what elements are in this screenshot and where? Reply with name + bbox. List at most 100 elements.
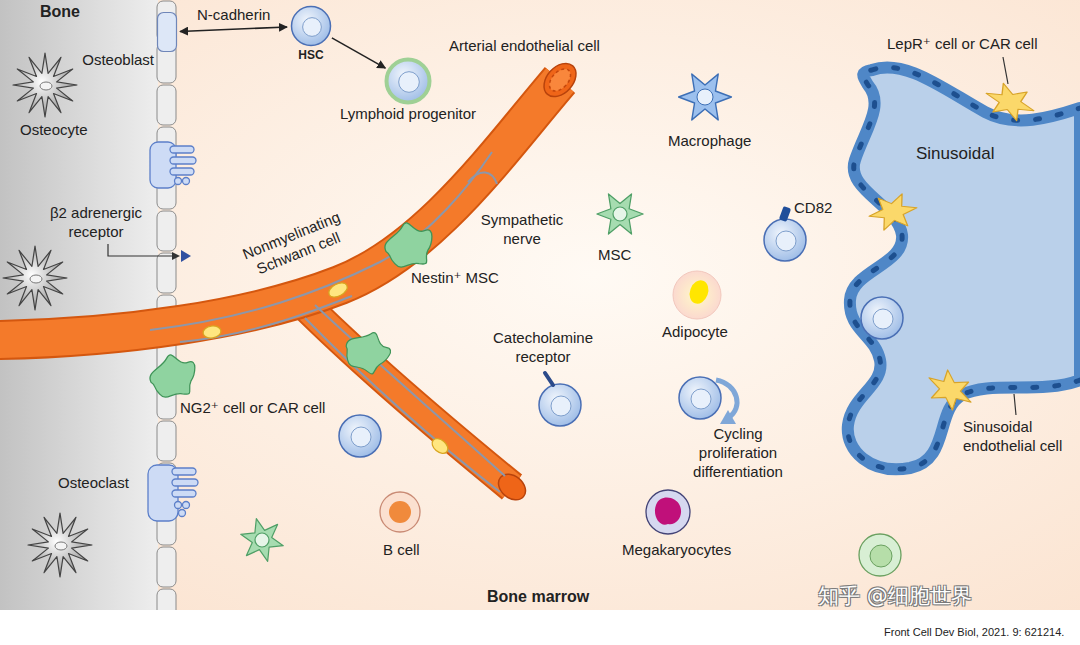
schwann-cell <box>202 280 450 456</box>
cell-process <box>172 468 196 475</box>
cell <box>861 297 903 339</box>
cell-nucleus <box>175 178 182 185</box>
leader-line <box>1014 394 1016 415</box>
cell-nucleus <box>175 502 182 509</box>
nerve-fiber <box>180 296 352 342</box>
osteocyte <box>28 513 92 577</box>
cell-label: NG2⁺ cell or CAR cell <box>180 399 325 418</box>
b-cell <box>380 492 420 532</box>
cell <box>539 384 581 426</box>
connector-arrow <box>332 38 386 68</box>
osteoblast-cell: Osteoblast <box>157 12 177 52</box>
lymphoid-progenitor-cell: Lymphoid progenitor <box>385 58 431 104</box>
cell-nucleus <box>183 502 190 509</box>
cd82-marker <box>779 206 791 222</box>
b-cell-nucleus <box>389 501 411 523</box>
schwann-cell <box>429 436 451 457</box>
sinusoid <box>848 67 1080 469</box>
cell-label: Nestin⁺ MSC <box>411 269 499 288</box>
node-label: Osteoblast <box>82 51 154 70</box>
cell <box>764 219 806 261</box>
osteocyte-nucleus <box>40 82 52 90</box>
catecholamine-receptor <box>545 373 553 385</box>
cell-label: Osteoclast <box>58 474 129 493</box>
cell-process <box>170 157 196 164</box>
megakaryocyte <box>646 490 690 534</box>
connector-arrow <box>180 27 287 31</box>
cell <box>339 415 381 457</box>
cell <box>679 377 721 419</box>
sinusoid-vessel <box>848 67 1080 469</box>
hematopoietic-cell <box>339 219 903 457</box>
car-cell <box>981 79 1039 125</box>
cell-nucleus <box>691 389 711 409</box>
leader-line <box>1003 57 1008 84</box>
cell-process <box>170 146 194 153</box>
car-cell <box>866 79 1039 416</box>
car-cell <box>866 192 919 232</box>
watermark: 知乎 @细胞世界 <box>818 583 972 609</box>
cell-nucleus <box>183 178 190 185</box>
osteocyte <box>3 53 92 577</box>
cell-nucleus <box>399 72 420 93</box>
cell-process <box>172 479 198 486</box>
artery-branch <box>300 300 512 487</box>
cell-nucleus <box>303 18 322 37</box>
osteocyte-nucleus <box>55 542 67 550</box>
nerve-fiber <box>468 172 497 184</box>
marker-label: CD82 <box>794 199 832 218</box>
nerve-fiber <box>305 318 500 492</box>
region-label: Bone <box>40 2 80 22</box>
megakaryocyte-nucleus <box>655 498 681 525</box>
cell <box>859 534 901 576</box>
caption-strip <box>0 610 1080 645</box>
megakaryocyte <box>646 490 690 534</box>
node-shape <box>157 12 177 52</box>
adipocyte <box>673 271 721 319</box>
lipid-droplet <box>686 278 711 307</box>
cell-label: B cell <box>383 541 420 560</box>
cell-label: MSC <box>598 246 631 265</box>
cell-process <box>170 168 194 175</box>
receptor-label: β2 adrenergic receptor <box>40 204 152 242</box>
node-shape <box>385 58 431 104</box>
node-shape <box>290 5 332 47</box>
schwann-cell <box>326 280 349 300</box>
cell-nucleus <box>179 510 186 517</box>
msc <box>236 516 288 564</box>
cell-label: LepR⁺ cell or CAR cell <box>887 35 1037 54</box>
msc-nucleus <box>613 207 627 221</box>
vessel-label: Sinusoidal <box>916 143 994 164</box>
cell-nucleus <box>870 545 892 567</box>
artery-end <box>538 57 583 103</box>
cell-label: Arterial endothelial cell <box>449 37 600 56</box>
lymphoid-cell <box>859 534 901 576</box>
node-label: Lymphoid progenitor <box>340 105 476 124</box>
leader-line <box>108 244 172 256</box>
artery-end <box>493 469 530 505</box>
connector-label: N-cadherin <box>197 6 270 25</box>
artery-branch <box>300 300 512 487</box>
hsc-cell: HSC <box>290 5 332 47</box>
artery <box>0 80 560 487</box>
arterial-endothelium <box>545 65 574 95</box>
nerve-fiber <box>315 305 505 476</box>
b-cell <box>380 492 420 532</box>
macrophage <box>679 74 732 120</box>
cell-label: Adipocyte <box>662 323 728 342</box>
cell-membrane <box>292 7 331 46</box>
region-label: Bone marrow <box>487 587 589 607</box>
sympathetic-nerve <box>150 152 505 492</box>
node-label: HSC <box>298 48 323 63</box>
cell-nucleus <box>351 427 371 447</box>
cell-label: Sinusoidal endothelial cell <box>963 418 1075 456</box>
schwann-cell <box>202 325 221 339</box>
macrophage-nucleus <box>697 89 713 105</box>
macrophage <box>679 74 732 120</box>
cell-membrane <box>387 60 430 103</box>
adipocyte <box>673 271 721 319</box>
bone-region <box>0 0 158 610</box>
cell-label: Macrophage <box>668 132 751 151</box>
